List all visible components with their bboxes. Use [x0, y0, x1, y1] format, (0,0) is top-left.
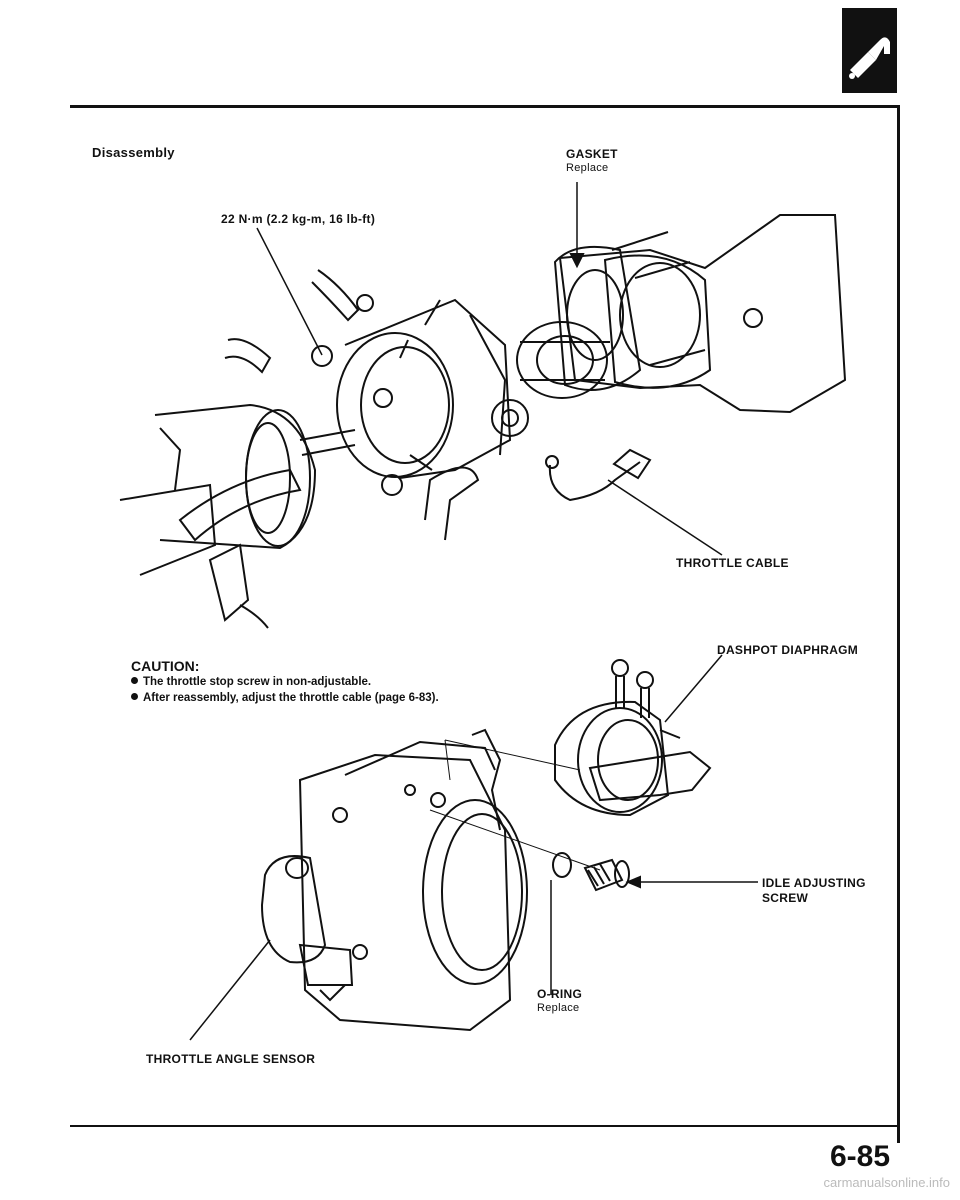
- bullet-icon: [131, 693, 138, 700]
- dashpot-diaphragm-label: DASHPOT DIAPHRAGM: [717, 643, 859, 657]
- caution-block: CAUTION: The throttle stop screw in non-…: [131, 658, 439, 706]
- watermark: carmanualsonline.info: [823, 1175, 950, 1190]
- section-title: Disassembly: [92, 145, 175, 160]
- idle-adjusting-screw-label-line2: SCREW: [762, 891, 809, 905]
- caution-item: The throttle stop screw in non-adjustabl…: [131, 674, 439, 690]
- caution-item: After reassembly, adjust the throttle ca…: [131, 690, 439, 706]
- fuel-nozzle-icon: [842, 8, 897, 93]
- o-ring-note: Replace: [537, 1002, 580, 1014]
- page-number: 6-85: [830, 1140, 891, 1173]
- header-rule: [70, 105, 900, 108]
- bullet-icon: [131, 677, 138, 684]
- frame-border: [897, 108, 900, 1143]
- throttle-angle-sensor-label: THROTTLE ANGLE SENSOR: [146, 1052, 316, 1066]
- o-ring-label: O-RING: [537, 987, 583, 1001]
- gasket-note: Replace: [566, 162, 609, 174]
- torque-callout: 22 N·m (2.2 kg-m, 16 lb-ft): [221, 212, 376, 226]
- gasket-label: GASKET: [566, 147, 618, 161]
- throttle-cable-label: THROTTLE CABLE: [676, 556, 789, 570]
- idle-adjusting-screw-label: IDLE ADJUSTING: [762, 876, 866, 890]
- caution-title: CAUTION:: [131, 658, 200, 674]
- footer-rule: [70, 1125, 900, 1127]
